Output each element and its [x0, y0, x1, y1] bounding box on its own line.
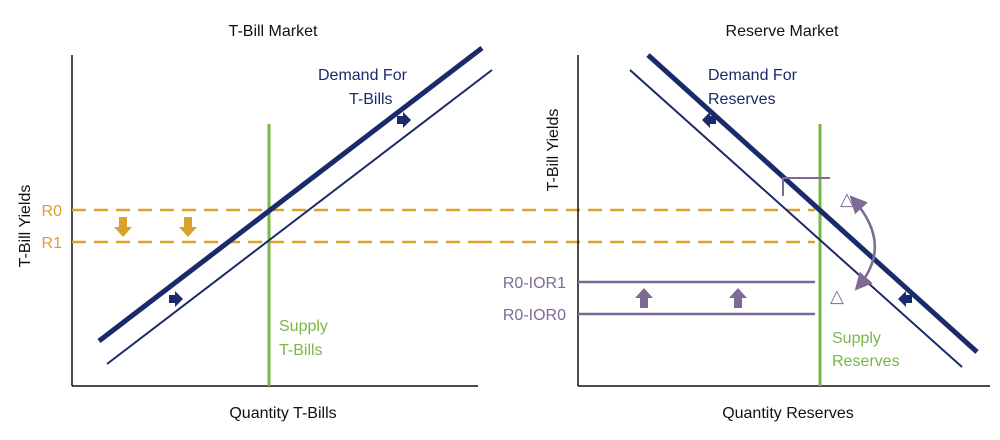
- intersection-bracket: [782, 177, 830, 196]
- tbill-demand-line-new: [97, 46, 484, 343]
- reserve-demand-line-old: [629, 69, 963, 368]
- tbill-market-panel: T-Bill Market T-Bill Yields Quantity T-B…: [17, 23, 493, 422]
- tbill-supply-label-1: Supply: [279, 318, 328, 335]
- level-r1-label: R1: [42, 235, 63, 252]
- reserve-demand-label-2: Reserves: [708, 91, 776, 108]
- shift-left-arrow-icon: [898, 291, 912, 307]
- reserve-demand-line-new: [646, 53, 979, 354]
- tbill-demand-line-old: [106, 69, 493, 365]
- level-r0-label: R0: [42, 203, 63, 220]
- yield-down-arrow-icon: [179, 217, 197, 237]
- right-panel-title: Reserve Market: [726, 23, 839, 40]
- reserve-demand-label-1: Demand For: [708, 67, 798, 84]
- right-x-axis-label: Quantity Reserves: [722, 405, 854, 422]
- left-y-axis-label: T-Bill Yields: [17, 185, 34, 268]
- right-y-axis-label: T-Bill Yields: [545, 109, 562, 192]
- tbill-demand-label-1: Demand For: [318, 67, 408, 84]
- reserve-supply-label-2: Reserves: [832, 353, 900, 370]
- spread-upper-label: R0-IOR1: [503, 275, 566, 292]
- reserve-supply-label-1: Supply: [832, 330, 881, 347]
- shift-right-arrow-icon: [169, 291, 183, 307]
- left-x-axis-label: Quantity T-Bills: [229, 405, 336, 422]
- spread-up-arrow-icon: [729, 288, 747, 308]
- spread-up-arrow-icon: [635, 288, 653, 308]
- tbill-supply-label-2: T-Bills: [279, 342, 323, 359]
- delta-lower-icon: △: [830, 286, 844, 306]
- yield-down-arrow-icon: [114, 217, 132, 237]
- curved-double-arrow-icon: [849, 195, 877, 291]
- reserve-market-panel: Reserve Market T-Bill Yields Quantity Re…: [503, 23, 990, 422]
- shift-left-arrow-icon: [702, 112, 716, 128]
- shift-right-arrow-icon: [397, 112, 411, 128]
- spread-lower-label: R0-IOR0: [503, 307, 566, 324]
- tbill-demand-label-2: T-Bills: [349, 91, 393, 108]
- left-panel-title: T-Bill Market: [229, 23, 318, 40]
